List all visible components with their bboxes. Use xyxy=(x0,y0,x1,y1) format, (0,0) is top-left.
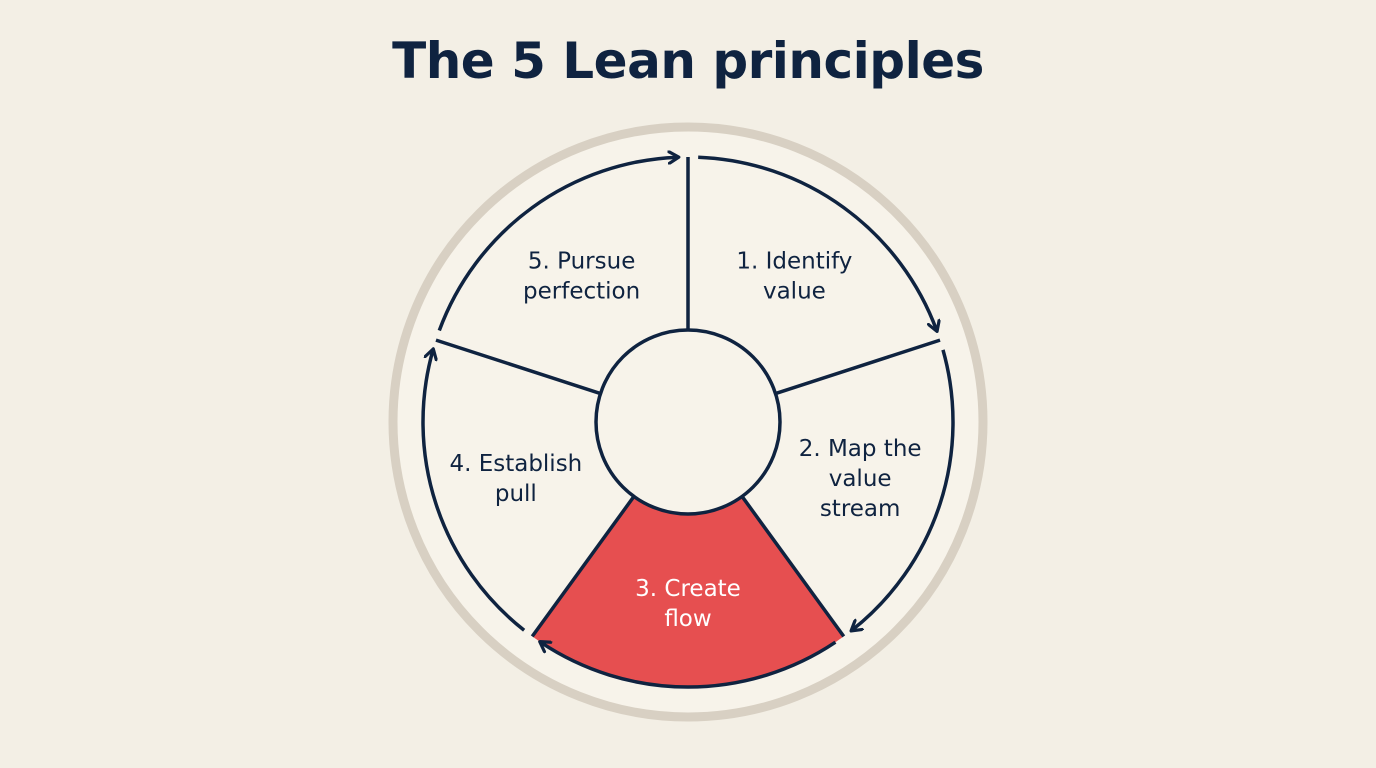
segments-layer xyxy=(435,157,941,687)
labels-layer: 1. Identify value 2. Map the value stream 3. … xyxy=(449,249,921,632)
center-hub xyxy=(594,328,782,516)
segment-label-line: stream xyxy=(820,496,901,522)
segment-label-line: 1. Identify xyxy=(736,249,852,275)
segment-label-line: pull xyxy=(495,481,537,507)
segment-label-line: 4. Establish xyxy=(449,451,582,477)
segment-divider xyxy=(435,338,602,396)
cycle-arrow xyxy=(437,157,678,332)
segment-divider xyxy=(740,495,846,638)
segment-label-line: flow xyxy=(664,606,711,632)
segment-divider xyxy=(774,338,941,396)
segment-divider xyxy=(530,495,636,638)
segment-label-line: 5. Pursue xyxy=(528,249,635,275)
segment-label-line: value xyxy=(829,466,892,492)
page-title: The 5 Lean principles xyxy=(392,32,984,90)
segment-label-map-value-stream: 2. Map the value stream xyxy=(799,436,922,522)
segment-highlight-create-flow xyxy=(532,496,844,687)
arrows-layer xyxy=(421,155,955,689)
segment-label-create-flow: 3. Create flow xyxy=(635,576,741,632)
cycle-arrow xyxy=(541,642,837,689)
segment-label-pursue-perfection: 5. Pursue perfection xyxy=(523,249,640,305)
segment-label-line: 3. Create xyxy=(635,576,741,602)
cycle-arrow xyxy=(852,349,955,630)
segment-label-line: value xyxy=(763,279,826,305)
cycle-arrow xyxy=(698,155,937,330)
segment-label-establish-pull: 4. Establish pull xyxy=(449,451,582,507)
segment-label-line: 2. Map the xyxy=(799,436,922,462)
segment-label-identify-value: 1. Identify value xyxy=(736,249,852,305)
segment-label-line: perfection xyxy=(523,279,640,305)
cycle-arrow xyxy=(421,350,526,632)
